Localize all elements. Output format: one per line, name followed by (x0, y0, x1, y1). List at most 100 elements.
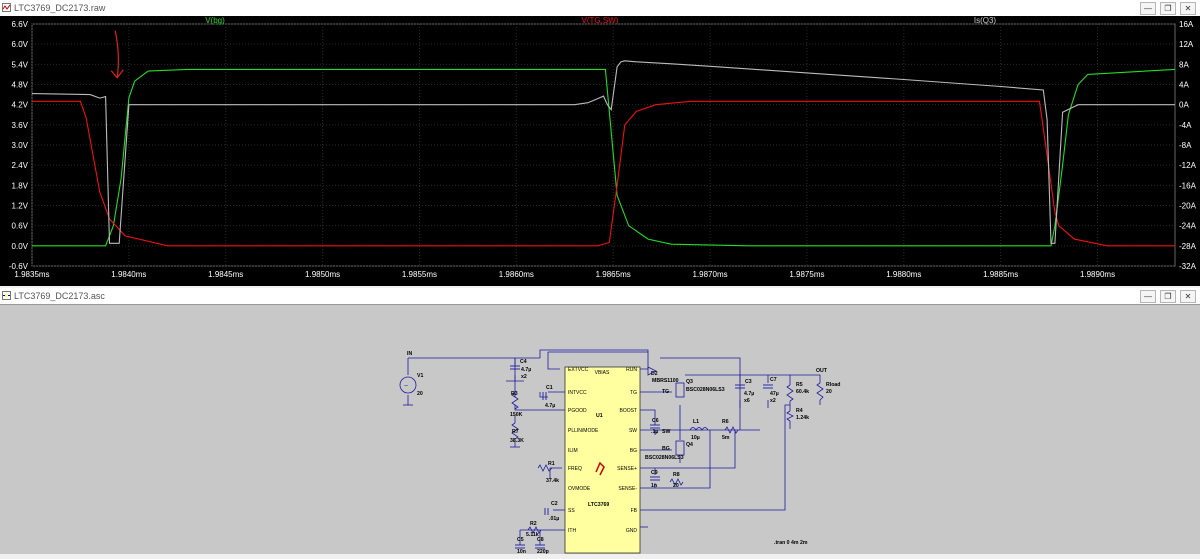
chip-pin-label: FB (631, 508, 638, 514)
label-r7: R7 (512, 429, 519, 435)
y-right-tick-label: 12A (1179, 40, 1194, 49)
value-c4: 4.7µ (521, 367, 531, 373)
x-tick-label: 1.9845ms (208, 270, 243, 279)
resistor-r7[interactable] (511, 422, 519, 440)
chip-pin-label: TG (630, 390, 637, 396)
resistor-r3[interactable] (511, 392, 519, 410)
x-tick-label: 1.9835ms (14, 270, 49, 279)
label-q3: Q3 (686, 379, 693, 385)
y-left-tick-label: 5.4V (12, 60, 29, 69)
value-c1: 4.7µ (545, 403, 555, 409)
value-q4: BSC028N06LS3 (645, 455, 684, 461)
y-right-tick-label: -16A (1179, 181, 1197, 190)
chip-pin-label: BG (630, 448, 637, 454)
y-right-tick-label: -20A (1179, 202, 1197, 211)
legend-isq3[interactable]: Is(Q3) (974, 16, 997, 25)
label-d2: D2 (651, 371, 658, 377)
x-tick-label: 1.9890ms (1080, 270, 1115, 279)
resistor-r2[interactable] (527, 526, 542, 534)
value-r7: 38.3K (510, 438, 524, 444)
mosfet-q4[interactable] (675, 440, 685, 456)
x-tick-label: 1.9875ms (789, 270, 824, 279)
minimize-button[interactable]: — (1140, 2, 1156, 15)
resistor-r6[interactable] (724, 426, 739, 434)
diode-d2[interactable] (647, 366, 657, 376)
count-c3: x6 (744, 398, 750, 404)
chip-pin-label: PGOOD (568, 408, 587, 414)
schematic-canvas[interactable]: ~ (0, 304, 1200, 555)
count-c4: x2 (521, 374, 527, 380)
x-tick-label: 1.9880ms (886, 270, 921, 279)
chip-part-number: LTC3769 (588, 502, 609, 508)
net-label-in: IN (407, 351, 412, 357)
value-q3: BSC028N06LS3 (686, 387, 725, 393)
y-right-tick-label: -12A (1179, 161, 1197, 170)
value-r3: 150K (510, 412, 523, 418)
close-button[interactable]: ✕ (1180, 2, 1196, 15)
ltc3769-chip[interactable] (564, 366, 641, 554)
annotation-arrow-head (110, 69, 124, 79)
label-tg: TG (662, 389, 669, 395)
waveform-window-titlebar[interactable]: LTC3769_DC2173.raw — ❐ ✕ (0, 0, 1200, 17)
y-left-tick-label: 0.0V (12, 242, 29, 251)
resistor-r1[interactable] (537, 464, 553, 472)
value-r2: 5.11k (526, 532, 539, 538)
schematic-window-titlebar[interactable]: LTC3769_DC2173.asc — ❐ ✕ (0, 288, 1200, 305)
y-right-tick-label: 16A (1179, 20, 1194, 29)
label-r1: R1 (548, 461, 555, 467)
y-left-tick-label: 1.2V (12, 202, 29, 211)
linear-technology-logo (595, 461, 605, 476)
schematic-wires (407, 349, 821, 545)
voltage-source-v1[interactable] (399, 376, 417, 394)
chip-pin-label: ITH (568, 528, 576, 534)
y-right-tick-label: -4A (1179, 121, 1192, 130)
value-d2: MBRS1100 (652, 378, 679, 384)
series-isq3-line (31, 60, 1175, 244)
waveform-window-icon (2, 3, 11, 12)
y-left-tick-label: 1.8V (12, 181, 29, 190)
y-left-tick-label: 0.6V (12, 222, 29, 231)
chip-pin-label: BOOST (619, 408, 637, 414)
value-c9: 1n (651, 483, 657, 489)
x-tick-label: 1.9865ms (596, 270, 631, 279)
legend-vbg[interactable]: V(bg) (205, 16, 225, 25)
label-c7: C7 (770, 377, 777, 383)
resistor-r8[interactable] (669, 478, 684, 486)
inductor-l1[interactable] (689, 427, 709, 431)
svg-text:~: ~ (404, 383, 408, 390)
minimize-button[interactable]: — (1140, 290, 1156, 303)
x-tick-label: 1.9870ms (692, 270, 727, 279)
value-r1: 37.4k (546, 478, 559, 484)
chip-pin-label: ILIM (568, 448, 578, 454)
mosfet-q3[interactable] (675, 382, 685, 398)
chip-pin-label: SENSE+ (617, 466, 637, 472)
label-u1: U1 (596, 413, 603, 419)
y-left-tick-label: 6.0V (12, 40, 29, 49)
schematic-window-title: LTC3769_DC2173.asc (14, 291, 105, 301)
chip-pin-label: INTVCC (568, 390, 587, 396)
label-r8: R8 (673, 472, 680, 478)
restore-button[interactable]: ❐ (1160, 2, 1176, 15)
value-c2: .01µ (549, 516, 559, 522)
label-r2: R2 (530, 521, 537, 527)
value-l1: 10µ (691, 435, 700, 441)
y-left-tick-label: 4.2V (12, 101, 29, 110)
schematic-drawing[interactable]: ~ (0, 305, 1200, 555)
chip-pin-label: OVMODE (568, 486, 591, 492)
label-rload: Rload (826, 382, 840, 388)
x-tick-label: 1.9855ms (402, 270, 437, 279)
y-left-tick-label: -0.6V (9, 262, 29, 271)
legend-vtgsw[interactable]: V(TG,SW) (582, 16, 619, 25)
y-right-tick-label: -28A (1179, 242, 1197, 251)
schematic-window: LTC3769_DC2173.asc — ❐ ✕ (0, 288, 1200, 555)
y-left-tick-label: 3.0V (12, 141, 29, 150)
resistor-rload[interactable] (816, 382, 824, 401)
resistor-r5[interactable] (786, 384, 794, 402)
restore-button[interactable]: ❐ (1160, 290, 1176, 303)
value-r6: 5m (722, 435, 730, 441)
close-button[interactable]: ✕ (1180, 290, 1196, 303)
spice-directive[interactable]: .tran 0 4m 2m (774, 540, 808, 546)
label-q4: Q4 (686, 442, 693, 448)
resistor-r4[interactable] (786, 410, 794, 422)
